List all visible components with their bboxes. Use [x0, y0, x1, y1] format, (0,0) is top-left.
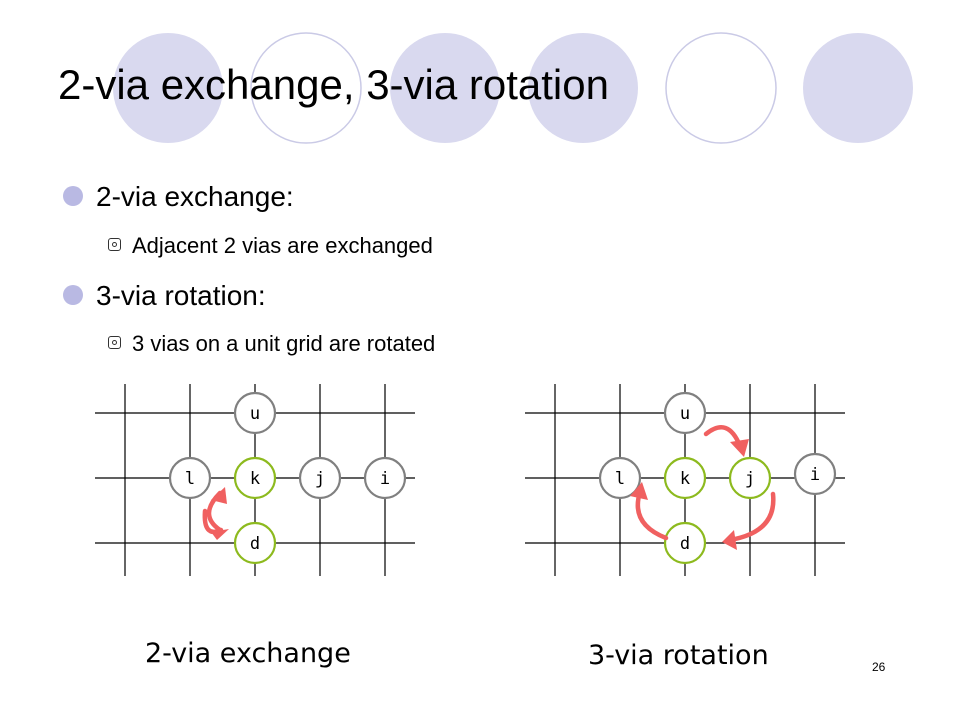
via-label: k	[250, 469, 260, 489]
via-label: i	[810, 465, 820, 485]
bullet-text: 2-via exchange:	[96, 181, 294, 212]
via-u: u	[663, 391, 707, 435]
decor-circle-outline	[250, 32, 362, 144]
via-l: l	[598, 456, 642, 500]
diagram-3-via-rotation: u l k j i d	[520, 384, 850, 580]
via-label: l	[185, 469, 195, 489]
caption-2-via-exchange: 2-via exchange	[145, 638, 351, 669]
via-j: j	[728, 456, 772, 500]
diagram-2-via-exchange: u l k j i d	[90, 384, 420, 580]
via-label: l	[615, 469, 625, 489]
page-number: 26	[872, 660, 886, 674]
decor-circle-filled	[390, 33, 500, 143]
rotation-arrows-icon	[630, 425, 776, 550]
bullet-item: 2-via exchange:	[63, 181, 294, 213]
sub-bullet-box-icon	[108, 336, 121, 349]
slide-title: 2-via exchange, 3-via rotation	[58, 61, 609, 108]
exchange-arrow-icon	[202, 487, 229, 540]
via-k: k	[663, 456, 707, 500]
via-label: u	[250, 404, 260, 424]
decor-circle-outline	[665, 32, 777, 144]
via-label: j	[745, 469, 755, 489]
via-label: i	[380, 469, 390, 489]
via-d: d	[663, 521, 707, 565]
bullet-dot-icon	[63, 285, 83, 305]
via-grid: u l k j i d	[95, 384, 415, 576]
via-j: j	[298, 456, 342, 500]
bullet-dot-icon	[63, 186, 83, 206]
sub-bullet-item: 3 vias on a unit grid are rotated	[108, 331, 436, 357]
via-label: u	[680, 404, 690, 424]
via-k: k	[233, 456, 277, 500]
sub-bullet-box-icon	[108, 238, 121, 251]
decor-circle-filled	[803, 33, 913, 143]
bullet-item: 3-via rotation:	[63, 280, 266, 312]
decor-circle-filled	[528, 33, 638, 143]
via-l: l	[168, 456, 212, 500]
sub-bullet-text: Adjacent 2 vias are exchanged	[132, 233, 433, 258]
decor-circle-filled	[113, 33, 223, 143]
sub-bullet-item: Adjacent 2 vias are exchanged	[108, 233, 433, 259]
via-d: d	[233, 521, 277, 565]
via-grid: u l k j i d	[525, 384, 845, 576]
via-u: u	[233, 391, 277, 435]
via-i: i	[793, 452, 837, 496]
via-label: d	[680, 534, 690, 554]
via-label: j	[315, 469, 325, 489]
via-label: d	[250, 534, 260, 554]
bullet-text: 3-via rotation:	[96, 280, 266, 311]
via-label: k	[680, 469, 690, 489]
caption-3-via-rotation: 3-via rotation	[588, 640, 769, 671]
sub-bullet-text: 3 vias on a unit grid are rotated	[132, 331, 436, 356]
via-i: i	[363, 456, 407, 500]
